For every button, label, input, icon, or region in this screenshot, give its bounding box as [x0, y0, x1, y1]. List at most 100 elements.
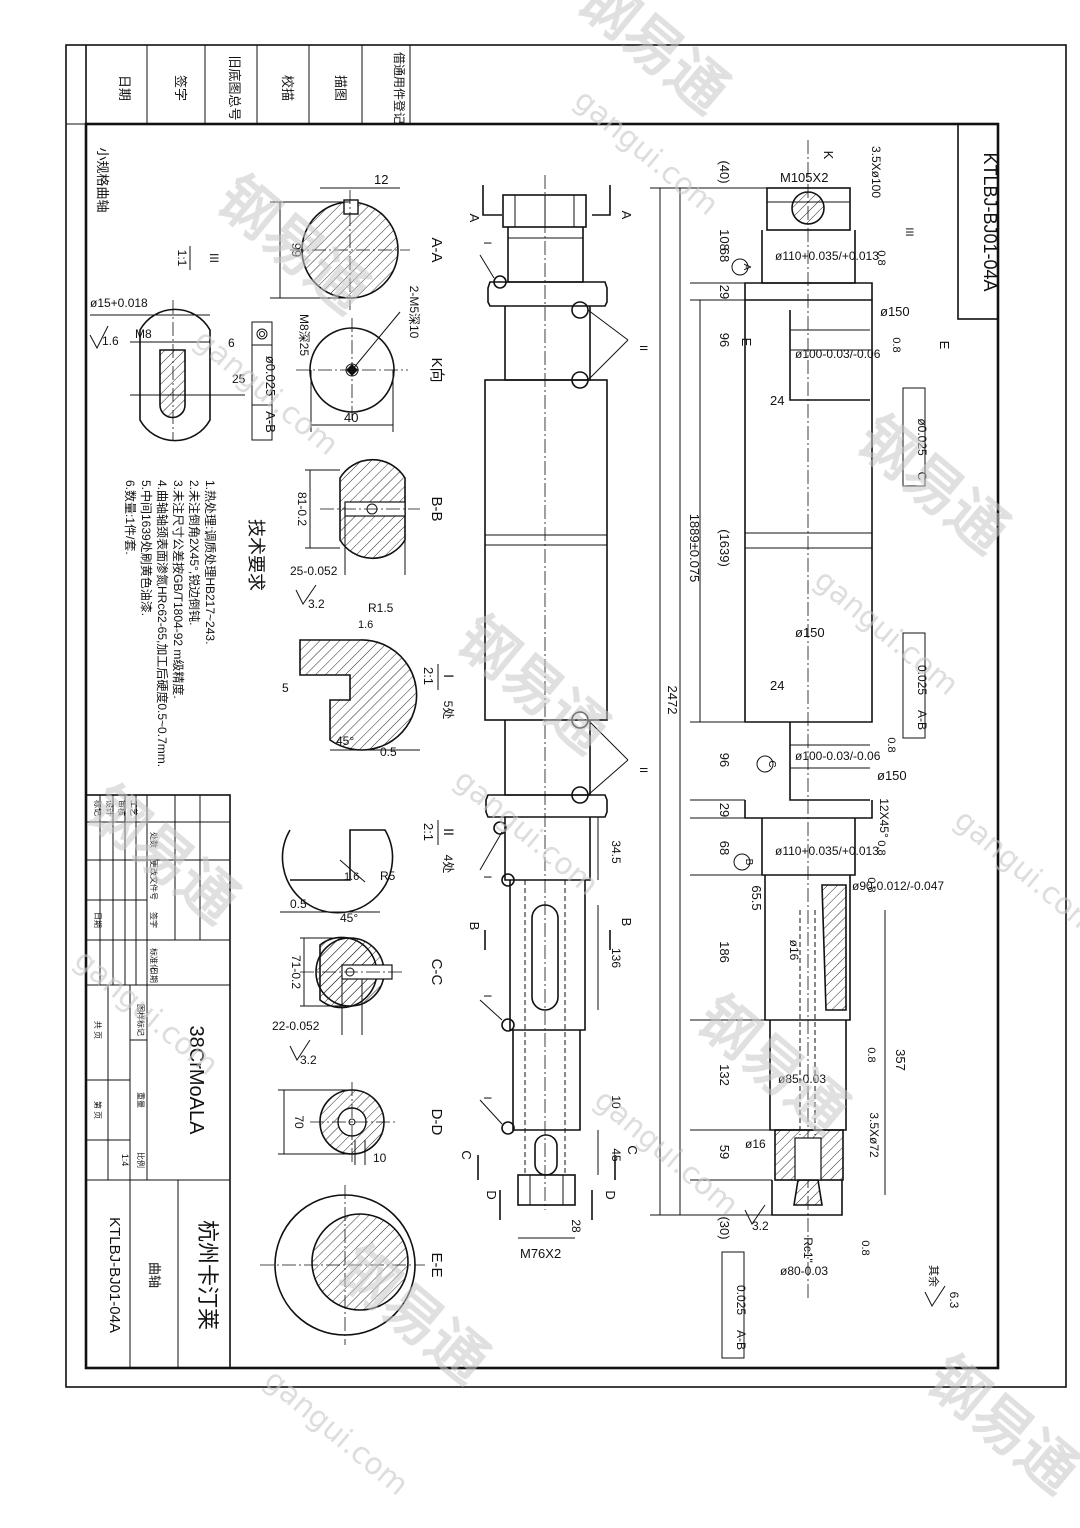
view-k: 40 2-M5深10 M8深25 K向: [296, 286, 445, 432]
mv-len-357: 357: [893, 1049, 908, 1071]
mv-thread-bottom: M76X2: [520, 1246, 561, 1261]
tb-col-label-4: 日期: [93, 912, 102, 928]
mv-relief-72: 3.5Xø72: [867, 1112, 881, 1158]
mv-len-24-bot: 24: [770, 678, 784, 693]
tb-col-label-3: 签字: [149, 912, 159, 928]
tb-row-label-2: 设计: [105, 800, 115, 816]
mv-len-40: (40): [717, 160, 732, 183]
aa-h: 99: [289, 243, 304, 257]
mv-ra-08-6: 0.8: [865, 1047, 877, 1062]
detail-iii-scale: 1:1: [175, 250, 189, 267]
tech-item-4: 4.曲轴轴颈表面渗氮HRc62-65,加工后硬度0.5~0.7mm.: [155, 480, 170, 767]
cc-h: 71-0.2: [289, 955, 303, 989]
aa-w: 12: [374, 172, 388, 187]
tech-item-6: 6.数量:1件/套.: [123, 480, 138, 555]
mv-len-96-top: 96: [717, 333, 732, 347]
mv-dia-150-mid: ø150: [795, 625, 825, 640]
detail-ii-ra: 1.6: [344, 871, 359, 883]
dd-h: 70: [292, 1115, 306, 1129]
tb-col-label-6: 日期: [149, 967, 158, 983]
detail-i-scale: 2:1: [421, 667, 436, 685]
mv-a-right: A: [619, 211, 634, 220]
mv-i-1: I: [481, 241, 493, 244]
main-view: (40) 108 68 29 96 (1639) 1889±0.075 2472…: [650, 140, 961, 1359]
bb-ra: 3.2: [308, 597, 325, 611]
detail-ii-d05: 0.5: [290, 897, 307, 911]
tb-company: 杭州卡汀莱: [195, 1220, 220, 1330]
mv-len-24-top: 24: [770, 393, 784, 408]
detail-i-r: R1.5: [368, 601, 394, 615]
detail-iii-label: III: [207, 253, 221, 263]
dd-label: D-D: [428, 1109, 445, 1136]
section-cc: 71-0.2 22-0.052 3.2 C-C: [272, 936, 445, 1067]
tb-col-label-1: 处数: [149, 832, 159, 848]
dd-w: 10: [373, 1151, 387, 1165]
title-block: 标记 设计 审核 工艺 处数 更改文件号 签字 日期 标准化 日期 图样标记 重…: [85, 794, 231, 1369]
mv-ra-08-3: 0.8: [885, 737, 897, 752]
detail-i-count: 5处: [441, 701, 455, 720]
mv-brg-a: ø110+0.035/+0.013: [775, 249, 879, 263]
detail-iii-m8: M8: [135, 327, 152, 341]
detail-ii-scale: 2:1: [421, 823, 436, 841]
mv-i-4: I: [481, 1096, 493, 1099]
wm-brand-7: 钢易通: [324, 1233, 501, 1397]
side-item-6: 日期: [117, 75, 132, 101]
mv-d-left: D: [484, 1190, 499, 1199]
side-record-block: 日期 签字 旧底图总号 校描 描图 借通用件登记: [66, 45, 411, 125]
mv-i-2: I: [481, 875, 493, 878]
mv-thread-top: M105X2: [780, 170, 828, 185]
mv-datum-ab-bot: A-B: [734, 1330, 748, 1350]
section-ee: E-E: [260, 1185, 445, 1345]
side-item-5: 签字: [173, 75, 188, 101]
tb-row-label-3: 审核: [117, 800, 127, 816]
mv-datum-ab: A-B: [915, 710, 929, 730]
mv-label-e-left: E: [739, 338, 754, 347]
tb-scale-label: 比例: [136, 1152, 146, 1168]
section-aa: 99 12 A-A: [270, 172, 445, 310]
tb-part-name: 曲轴: [147, 1262, 162, 1288]
mv-dia-150-bot: ø150: [877, 768, 907, 783]
detail-i-d5: 5: [282, 681, 289, 695]
mv-len-186: 186: [717, 941, 732, 963]
detail-iii-datum: A-B: [263, 411, 278, 433]
mv-c-right: C: [625, 1145, 640, 1154]
mv-dia-80: ø80-0.03: [780, 1264, 828, 1278]
mv-len-68-top: 68: [717, 248, 732, 262]
tb-col-label-2: 更改文件号: [149, 860, 159, 900]
detail-ii-ang: 45°: [340, 911, 358, 925]
wm-domain-8: gangui.com: [947, 803, 1080, 943]
mv-i-3: I: [481, 994, 493, 997]
inner-border: [84, 122, 1000, 1370]
drawing-number-top: KTLBJ-BJ01-04A: [980, 152, 1000, 291]
mv-ra-63: 6.3: [947, 1292, 961, 1309]
mv-ra-08-1: 0.8: [875, 250, 887, 265]
mv-hole-16-bot: ø16: [745, 1137, 766, 1151]
mv-ra-rest: 其余: [927, 1265, 941, 1287]
detail-iii: ø0.025 A-B III 1:1 ø15+0.018 M8 1.6 6 25: [89, 246, 278, 442]
section-dd: 70 10 D-D: [278, 1082, 445, 1165]
wm-domain-2: gangui.com: [187, 323, 345, 463]
mv-crank-dia-top: ø100-0.03/-0.06: [795, 347, 881, 361]
mv-136: 136: [609, 948, 623, 968]
tb-row-label-4: 工艺: [129, 800, 138, 816]
detail-i-ra: 1.6: [358, 619, 373, 631]
mv-datum-a: A: [741, 264, 752, 271]
mv-iii: III: [903, 227, 915, 236]
tb-scale-value: 1:4: [120, 1154, 130, 1167]
mv-len-29-top: 29: [717, 285, 732, 299]
mv-28: 28: [569, 1219, 583, 1233]
mv-dia-85: ø85-0.03: [778, 1072, 826, 1086]
mv-len-30: (30): [717, 1216, 732, 1239]
wm-domain-3: gangui.com: [807, 563, 965, 703]
tb-page-label: 第 页: [93, 1101, 103, 1119]
cc-ra: 3.2: [300, 1053, 317, 1067]
detail-iii-d6: 6: [228, 336, 235, 350]
detail-i-ang: 45°: [336, 734, 354, 748]
mv-len-65: 65.5: [749, 885, 764, 910]
mv-345: 34.5: [609, 840, 623, 864]
k-w: 40: [344, 410, 358, 425]
mv-ii-1: II: [637, 345, 649, 351]
mv-label-k: K: [821, 151, 836, 160]
side-item-2: 描图: [333, 75, 348, 101]
mv-runout-ab-bot: 0.025: [734, 1285, 748, 1315]
